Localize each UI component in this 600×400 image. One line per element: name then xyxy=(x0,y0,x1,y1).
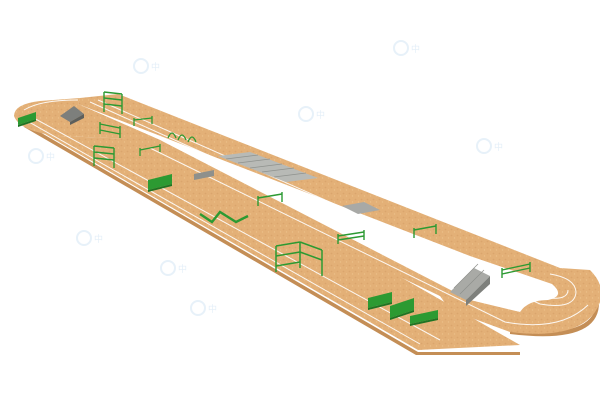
watermark-layer: 中 中 中 中 中 中 中 中 xyxy=(28,40,503,316)
sign-board xyxy=(410,310,438,326)
balance-beam xyxy=(199,210,249,224)
watermark: 中 xyxy=(76,230,103,246)
svg-text:中: 中 xyxy=(411,43,420,54)
right-loop-surface xyxy=(440,268,600,334)
svg-text:中: 中 xyxy=(494,141,503,152)
green-wall-board xyxy=(390,298,414,320)
watermark: 中 xyxy=(160,260,187,276)
green-wall-board xyxy=(148,174,172,192)
lane-lines xyxy=(21,99,589,345)
main-lane-surface xyxy=(14,116,520,350)
hurdle xyxy=(413,224,437,238)
lane-line xyxy=(89,101,577,306)
hurdle xyxy=(257,192,283,206)
lane-line xyxy=(97,99,569,299)
svg-text:中: 中 xyxy=(94,233,103,244)
track xyxy=(14,94,600,355)
middle-lane-surface xyxy=(78,104,520,316)
watermark: 中 xyxy=(28,148,55,164)
svg-text:中: 中 xyxy=(151,61,160,72)
svg-text:中: 中 xyxy=(178,263,187,274)
arch-row xyxy=(167,132,197,143)
green-wall-board xyxy=(368,292,392,310)
watermark: 中 xyxy=(133,58,160,74)
svg-text:中: 中 xyxy=(46,151,55,162)
hurdle xyxy=(139,144,161,156)
hurdle xyxy=(133,116,153,126)
green-wall-board xyxy=(18,112,36,127)
lane-line xyxy=(21,117,421,345)
climbing-frame xyxy=(93,145,115,168)
lane-line xyxy=(23,99,79,111)
grey-ramp xyxy=(60,106,84,125)
climbing-frame xyxy=(275,241,323,276)
climbing-frame xyxy=(103,91,123,114)
hurdle xyxy=(337,230,365,244)
grey-pad xyxy=(342,202,380,214)
watermark: 中 xyxy=(393,40,420,56)
watermark: 中 xyxy=(476,138,503,154)
upper-lane-surface xyxy=(78,94,593,321)
lane-line xyxy=(149,147,589,326)
ladder-grid xyxy=(218,152,318,182)
bench xyxy=(194,170,214,180)
svg-text:中: 中 xyxy=(316,109,325,120)
hurdle xyxy=(501,262,531,278)
equipment xyxy=(18,91,531,326)
watermark: 中 xyxy=(298,106,325,122)
grey-ramp xyxy=(450,263,490,306)
watermark: 中 xyxy=(190,300,217,316)
hurdle-frame xyxy=(99,122,121,138)
svg-text:中: 中 xyxy=(208,303,217,314)
